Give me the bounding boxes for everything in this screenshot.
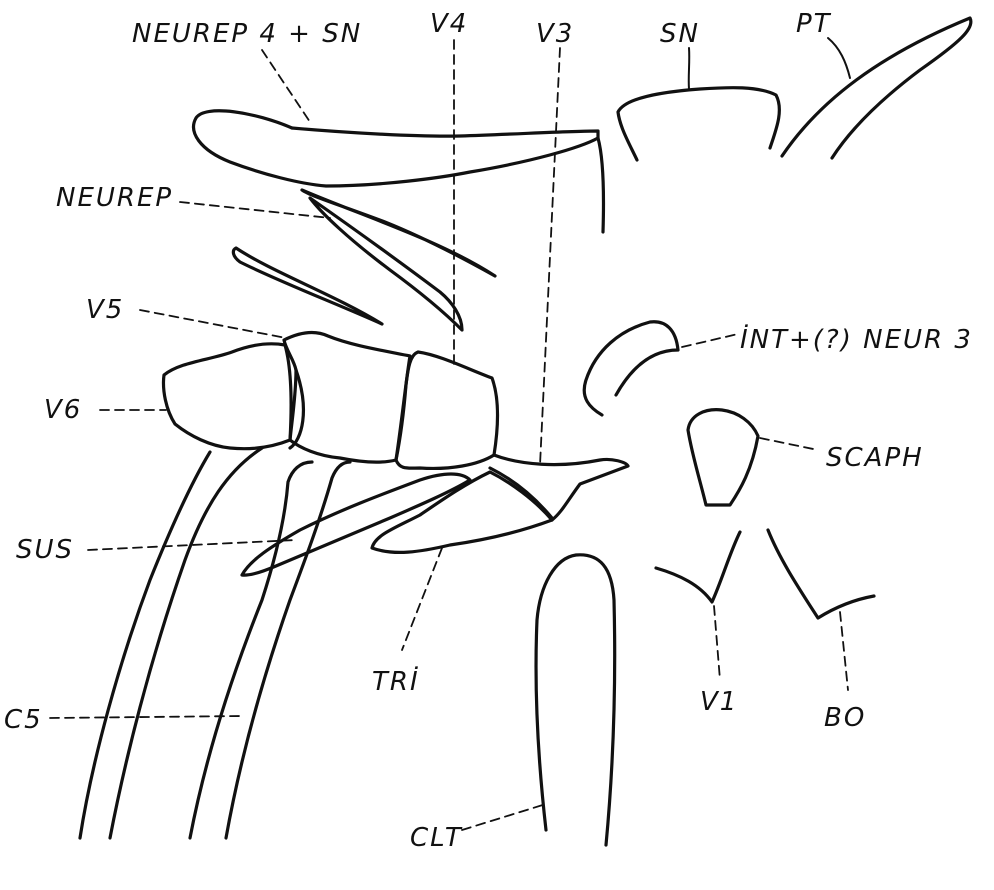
neural-plate-outline	[194, 111, 604, 232]
neurep-process-2	[310, 198, 462, 330]
label-sn: SN	[660, 19, 700, 49]
label-sus: SUS	[16, 535, 74, 565]
label-pt: PT	[796, 9, 832, 39]
label-neurep: NEUREP	[56, 183, 173, 213]
leader-int-neur3	[682, 334, 738, 347]
leader-tri	[402, 548, 442, 650]
label-v6: V6	[44, 395, 82, 425]
int-neur3-outline	[584, 322, 678, 415]
neurep-process-3	[233, 248, 382, 324]
label-scaph: SCAPH	[826, 443, 924, 473]
label-c5: C5	[4, 705, 43, 735]
label-int-neur3: İNT+(?) NEUR 3	[740, 323, 973, 355]
scaphium-outline	[688, 410, 758, 505]
leader-bo	[840, 612, 848, 690]
label-clt: CLT	[410, 823, 463, 853]
pt-spine-outline	[782, 18, 971, 158]
leader-v3	[540, 48, 560, 465]
bo-outline	[768, 530, 874, 618]
label-v5: V5	[86, 295, 124, 325]
label-v4: V4	[430, 9, 468, 39]
rib-inner-left	[190, 462, 312, 838]
rib-outer-left	[80, 452, 210, 838]
neural-plate-top-edge	[292, 128, 598, 138]
label-v3: V3	[536, 19, 574, 49]
label-v1: V1	[700, 687, 738, 717]
leader-v1	[714, 606, 720, 680]
vertebra-v6-outline	[163, 344, 291, 449]
leader-pt	[828, 38, 850, 78]
label-bo: BO	[824, 703, 866, 733]
v1-outline	[656, 532, 740, 602]
leader-neurep	[180, 202, 330, 218]
leader-sn	[689, 48, 690, 89]
vertebra-v4-outline	[396, 352, 498, 468]
label-tri: TRİ	[372, 665, 420, 697]
suspensorium-outline	[242, 474, 470, 575]
sn-cap-outline	[618, 88, 779, 160]
cleithrum-outline	[536, 555, 615, 845]
leader-v5	[140, 310, 286, 338]
leader-c5	[50, 716, 244, 718]
leader-neurep4-sn	[262, 50, 310, 122]
label-neurep4-sn: NEUREP 4 + SN	[132, 19, 362, 49]
leader-scaph	[760, 438, 818, 450]
leader-clt	[462, 804, 546, 830]
